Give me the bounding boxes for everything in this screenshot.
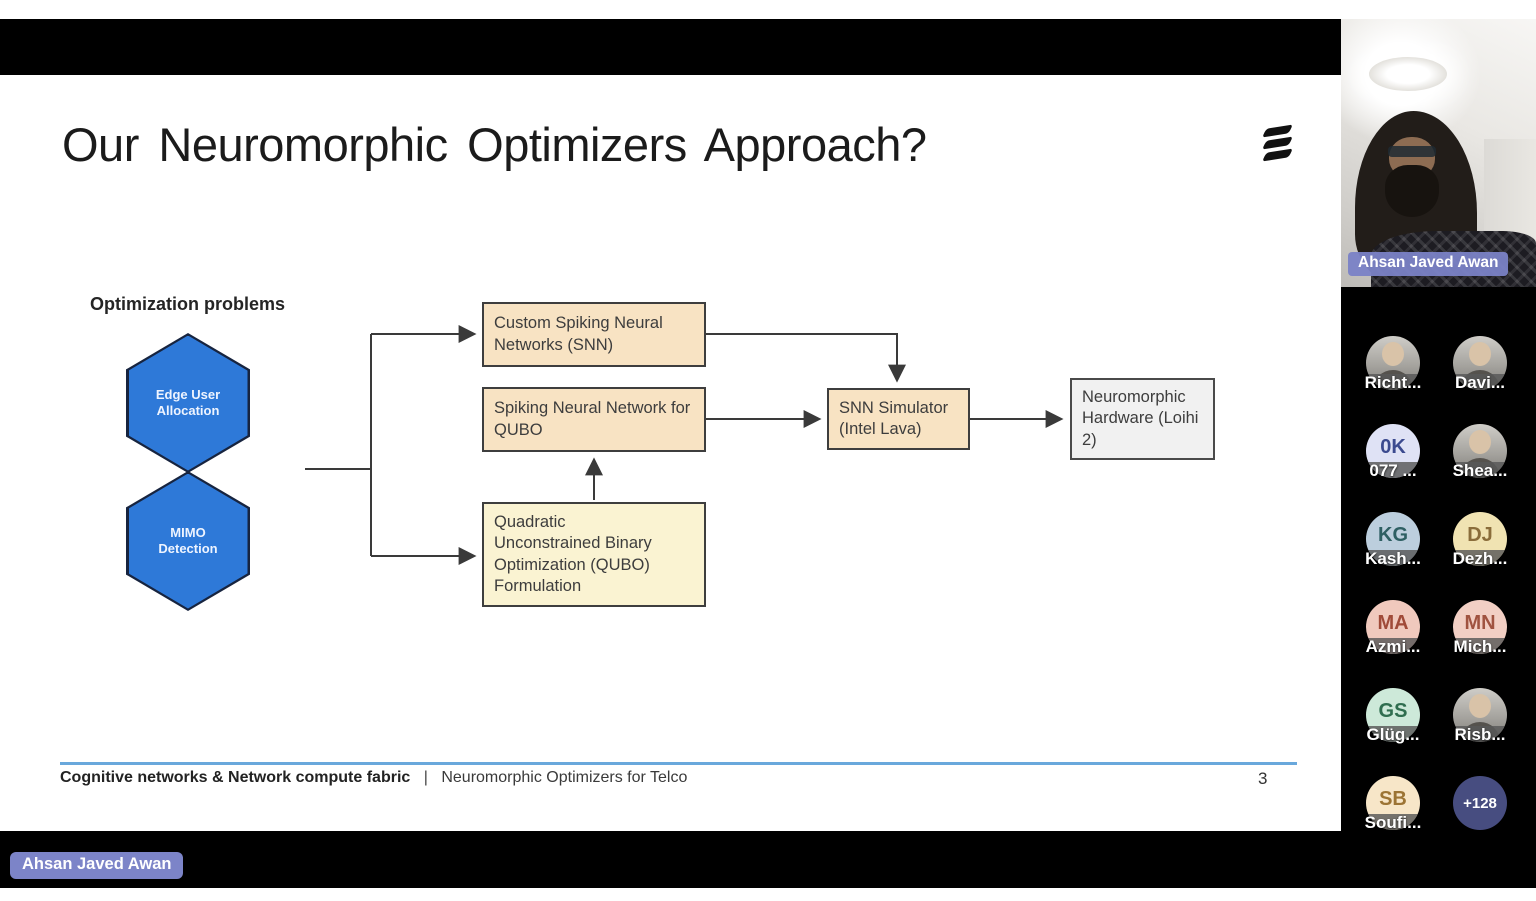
overflow-count: +128 bbox=[1463, 794, 1497, 812]
footer-project-name: Cognitive networks & Network compute fab… bbox=[60, 769, 411, 786]
box-snn-simulator: SNN Simulator (Intel Lava) bbox=[827, 388, 970, 450]
box-label: Spiking Neural Network for QUBO bbox=[494, 399, 691, 439]
footer-subtitle: Neuromorphic Optimizers for Telco bbox=[441, 769, 688, 786]
participant-tile[interactable]: KG Kash... bbox=[1365, 512, 1421, 568]
participant-initials: KG bbox=[1378, 523, 1408, 546]
hexagon-edge-user-allocation: Edge User Allocation bbox=[126, 333, 250, 473]
box-label: Neuromorphic Hardware (Loihi 2) bbox=[1082, 388, 1199, 449]
optimization-problems-label: Optimization problems bbox=[90, 294, 286, 314]
participant-tile[interactable]: MA Azmi... bbox=[1366, 600, 1420, 656]
participant-photo-avatar bbox=[1453, 336, 1507, 390]
participant-photo-avatar bbox=[1453, 424, 1507, 478]
participant-initials: MA bbox=[1377, 611, 1409, 634]
participant-label: Soufi... bbox=[1364, 813, 1422, 832]
hexagon-mimo-detection: MIMO Detection bbox=[126, 471, 250, 611]
box-qubo-formulation: Quadratic Unconstrained Binary Optimizat… bbox=[482, 502, 706, 607]
participant-label: Mich... bbox=[1453, 637, 1507, 656]
video-name-label: Ahsan Javed Awan bbox=[1348, 252, 1509, 276]
participant-label: Azmi... bbox=[1365, 637, 1421, 656]
participant-tile[interactable]: Richt... bbox=[1365, 336, 1421, 392]
participant-tile[interactable]: SB Soufi... bbox=[1365, 776, 1421, 832]
page-number: 3 bbox=[1258, 769, 1268, 788]
footer-separator: | bbox=[423, 769, 428, 786]
box-custom-snn: Custom Spiking Neural Networks (SNN) bbox=[482, 302, 706, 367]
box-snn-for-qubo: Spiking Neural Network for QUBO bbox=[482, 387, 706, 452]
footer-divider-line bbox=[60, 762, 1297, 765]
overflow-count-badge: +128 bbox=[1453, 776, 1507, 830]
participant-initials-avatar: SB bbox=[1366, 776, 1420, 830]
participant-label: Richt... bbox=[1364, 373, 1422, 392]
participant-initials-avatar: KG bbox=[1366, 512, 1420, 566]
participant-photo-avatar bbox=[1453, 688, 1507, 742]
box-label: Custom Spiking Neural Networks (SNN) bbox=[494, 314, 663, 354]
participant-label: Glüg... bbox=[1366, 725, 1420, 744]
participant-label: Dezh... bbox=[1452, 549, 1508, 568]
participant-tile[interactable]: GS Glüg... bbox=[1366, 688, 1420, 744]
video-tile-presenter[interactable]: Ahsan Javed Awan bbox=[1341, 19, 1536, 287]
hexagon-label: Edge User Allocation bbox=[155, 386, 221, 418]
slide-footer: Cognitive networks & Network compute fab… bbox=[60, 769, 687, 787]
participant-initials-avatar: MN bbox=[1453, 600, 1507, 654]
box-label: Quadratic Unconstrained Binary Optimizat… bbox=[494, 513, 652, 595]
participant-photo-avatar bbox=[1366, 336, 1420, 390]
participant-label: Risb... bbox=[1454, 725, 1506, 744]
participant-initials-avatar: GS bbox=[1366, 688, 1420, 742]
participant-label: Davi... bbox=[1454, 373, 1506, 392]
participant-tile[interactable]: Davi... bbox=[1453, 336, 1507, 392]
meeting-stage: Our Neuromorphic Optimizers Approach? Op… bbox=[0, 19, 1536, 888]
participant-label: Shea... bbox=[1452, 461, 1508, 480]
participant-tile[interactable]: Risb... bbox=[1453, 688, 1507, 744]
participant-label: 077 ... bbox=[1369, 461, 1417, 480]
participant-tile-overflow[interactable]: +128 bbox=[1453, 776, 1507, 830]
participant-tile[interactable]: MN Mich... bbox=[1453, 600, 1507, 656]
presenter-name-label: Ahsan Javed Awan bbox=[10, 852, 184, 879]
participant-initials-avatar: 0K bbox=[1366, 424, 1420, 478]
participant-initials-avatar: MA bbox=[1366, 600, 1420, 654]
ericsson-logo bbox=[1262, 124, 1294, 167]
box-label: SNN Simulator (Intel Lava) bbox=[839, 398, 949, 438]
participant-initials: 0K bbox=[1380, 435, 1406, 458]
participant-initials: MN bbox=[1464, 611, 1496, 634]
participant-tile[interactable]: 0K 077 ... bbox=[1366, 424, 1420, 480]
box-neuromorphic-hardware: Neuromorphic Hardware (Loihi 2) bbox=[1070, 378, 1215, 460]
participant-tile[interactable]: DJ Dezh... bbox=[1453, 512, 1507, 568]
hexagon-label: MIMO Detection bbox=[158, 524, 218, 556]
participant-initials-avatar: DJ bbox=[1453, 512, 1507, 566]
shared-slide: Our Neuromorphic Optimizers Approach? Op… bbox=[0, 75, 1341, 831]
participant-tile[interactable]: Shea... bbox=[1453, 424, 1507, 480]
participant-initials: GS bbox=[1378, 699, 1408, 722]
ceiling-lamp bbox=[1369, 57, 1447, 91]
person-glasses bbox=[1388, 146, 1436, 157]
person-beard bbox=[1385, 165, 1439, 217]
slide-title: Our Neuromorphic Optimizers Approach? bbox=[62, 118, 927, 171]
participant-initials: SB bbox=[1379, 787, 1407, 810]
participant-label: Kash... bbox=[1365, 549, 1421, 568]
participant-grid: Richt... Davi... 0K 077 ... Shea... bbox=[1365, 336, 1507, 832]
participant-initials: DJ bbox=[1467, 523, 1493, 546]
